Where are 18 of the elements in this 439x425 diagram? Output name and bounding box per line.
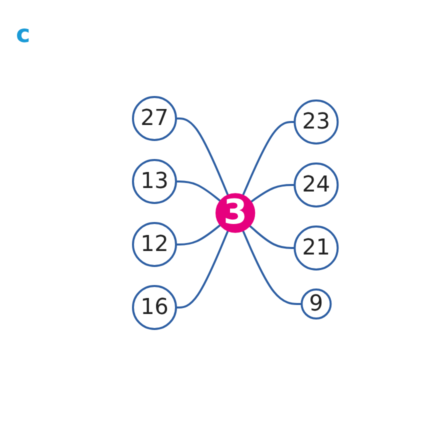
panel-letter: c bbox=[16, 20, 30, 48]
node-circle: 9 bbox=[300, 288, 332, 319]
node-circle: 21 bbox=[293, 225, 338, 270]
connector bbox=[176, 224, 221, 245]
connector bbox=[250, 184, 294, 202]
connector bbox=[176, 117, 228, 196]
connector bbox=[176, 180, 221, 202]
node-circle: 27 bbox=[132, 96, 177, 140]
node-circle: 13 bbox=[132, 158, 177, 204]
node-circle: 12 bbox=[132, 222, 177, 266]
node-circle: 24 bbox=[293, 162, 338, 207]
node-circle: 3 bbox=[215, 192, 255, 232]
node-circle: 16 bbox=[132, 284, 177, 330]
node-circle: 23 bbox=[293, 99, 338, 144]
connector bbox=[176, 230, 228, 308]
connector bbox=[248, 224, 294, 248]
connector bbox=[242, 230, 302, 304]
connector bbox=[242, 120, 294, 196]
